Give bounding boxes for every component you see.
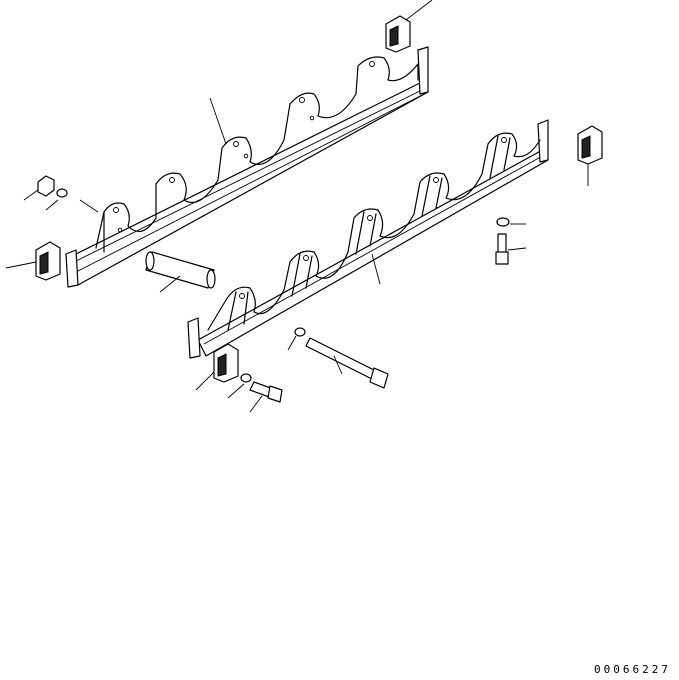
- drawing-number: 00066227: [594, 663, 671, 676]
- spacer-tube: [145, 251, 216, 289]
- washer-left: [56, 188, 68, 198]
- washer-right: [496, 217, 510, 227]
- leader-lines: [5, 0, 589, 413]
- clip-left: [35, 241, 61, 281]
- short-bolt-right: [495, 233, 509, 265]
- long-bolt: [305, 337, 389, 389]
- lower-guard-rail: [187, 119, 549, 359]
- washer-lower: [240, 373, 252, 383]
- clip-top: [385, 15, 411, 53]
- hex-nut: [37, 175, 55, 197]
- upper-guard-rail: [65, 46, 429, 288]
- washer-center: [294, 327, 306, 337]
- clip-right: [577, 125, 603, 165]
- short-bolt-lower: [249, 381, 283, 403]
- clip-lower: [213, 343, 239, 383]
